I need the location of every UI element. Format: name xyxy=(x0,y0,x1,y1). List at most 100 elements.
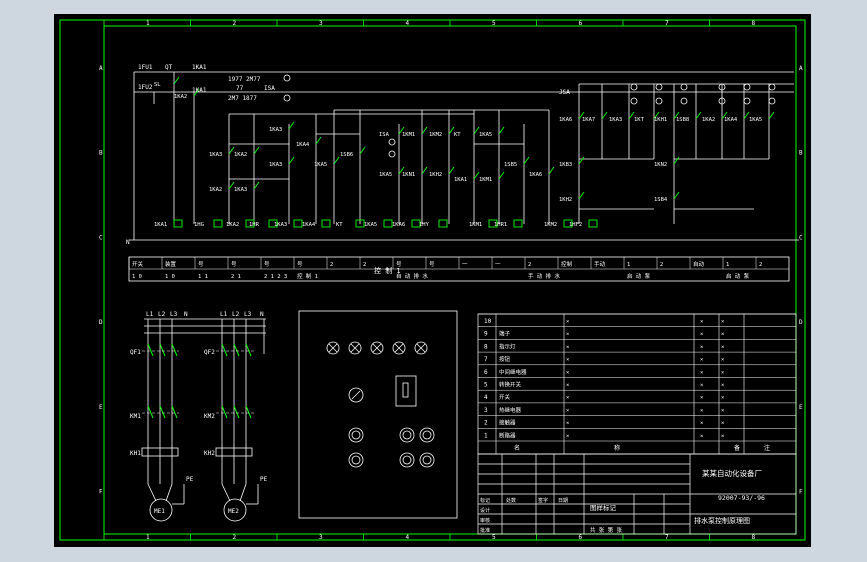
function-bar-cell: 手动 xyxy=(594,260,606,268)
parts-row-mark: × xyxy=(566,319,569,325)
parts-row-mark: × xyxy=(721,319,724,325)
coil-label: 1KM2 xyxy=(544,222,557,228)
parts-footer: 备 xyxy=(734,444,740,452)
parts-row-mark: × xyxy=(721,383,724,389)
coil-label: 1KA1 xyxy=(154,222,167,228)
company-name: 某某自动化设备厂 xyxy=(702,468,762,478)
function-bar-cell: 2 xyxy=(330,262,333,268)
contact xyxy=(228,181,235,190)
parts-row-mark: × xyxy=(721,332,724,338)
tb-label-mark: 标记 xyxy=(480,497,490,504)
coil-symbol xyxy=(173,219,183,228)
border-number: 6 xyxy=(579,534,583,541)
parts-row-mark: × xyxy=(700,357,703,363)
panel-layout xyxy=(298,310,458,519)
function-bar-subtext: 手 动 排 水 xyxy=(528,272,560,280)
contact xyxy=(253,146,260,155)
contact xyxy=(173,76,180,85)
parts-row-no: 9 xyxy=(484,331,488,338)
parts-row-name: 按钮 xyxy=(499,355,511,363)
function-bar-cell: 号 xyxy=(297,261,303,268)
function-bar-cell: 2 xyxy=(363,262,366,268)
border-letter: C xyxy=(799,234,803,241)
border-letter: F xyxy=(99,489,103,496)
contact xyxy=(498,171,505,180)
border-letter: B xyxy=(99,150,103,157)
parts-row-mark: × xyxy=(721,370,724,376)
parts-row-mark: × xyxy=(700,408,703,414)
drawing-number: 92007-93/-96 xyxy=(718,494,765,502)
contact-label: 1KN1 xyxy=(402,172,415,178)
contact-label: 1KA2 xyxy=(174,94,187,100)
contact xyxy=(193,88,200,97)
coil-symbol xyxy=(488,219,498,228)
parts-row-name: 热继电器 xyxy=(499,406,522,414)
parts-row-no: 7 xyxy=(484,356,488,363)
fuse2-label: 1FU2 xyxy=(138,84,153,91)
coil-symbol xyxy=(563,219,573,228)
contact xyxy=(653,111,660,120)
contact-label: 1KT xyxy=(634,117,645,123)
indicator-lamp xyxy=(370,341,384,355)
indicator-lamp xyxy=(326,341,340,355)
tb-label-review: 审核 xyxy=(480,517,490,524)
coil-symbol xyxy=(588,219,598,228)
breaker-2-label: QF2 xyxy=(204,349,215,356)
parts-row-mark: × xyxy=(700,421,703,427)
border-number: 8 xyxy=(752,534,756,541)
coil-label: 1HR xyxy=(249,222,260,228)
border-number: 1 xyxy=(146,534,150,541)
coil-label: 1KA6 xyxy=(392,222,405,228)
coil-symbol xyxy=(513,219,523,228)
function-bar-cell: 号 xyxy=(429,261,435,268)
function-bar-cell: 自动 xyxy=(693,260,705,268)
contact xyxy=(473,126,480,135)
function-bar-cell: 号 xyxy=(264,261,270,268)
tb-label-design: 设计 xyxy=(480,507,490,514)
border-number: 2 xyxy=(233,534,237,541)
border-letter: C xyxy=(99,234,103,241)
border-number: 5 xyxy=(492,20,496,27)
border-number: 7 xyxy=(665,20,669,27)
coil-symbol xyxy=(355,219,365,228)
fuse1-label: 1FU1 xyxy=(138,64,153,71)
border-number: 3 xyxy=(319,534,323,541)
parts-row-no: 4 xyxy=(484,394,488,401)
parts-row-name: 断路器 xyxy=(499,431,516,439)
parts-row-no: 10 xyxy=(484,318,492,325)
function-bar-subtext: 1 0 xyxy=(132,274,142,280)
phase-note-3: 2M7 1877 xyxy=(228,95,257,102)
function-bar-subtext: 2 1 2 3 xyxy=(264,274,287,280)
function-bar-cell: 号 xyxy=(396,261,402,268)
contact xyxy=(673,156,680,165)
phase-left-l1: L1 xyxy=(146,311,154,318)
function-bar-cell: 一 xyxy=(462,262,468,268)
contactor-1-label: KM1 xyxy=(130,413,141,420)
contact xyxy=(548,166,555,175)
contact-label: 1KH1 xyxy=(654,117,667,123)
parts-row-no: 8 xyxy=(484,343,488,350)
sheet-label: 共 张 第 张 xyxy=(590,526,622,534)
parts-row-mark: × xyxy=(700,332,703,338)
contact-label: 1KA2 xyxy=(702,117,715,123)
contact xyxy=(398,166,405,175)
contact-label: 1KA4 xyxy=(724,117,738,123)
contact-label: 1KM2 xyxy=(429,132,442,138)
contact-label: 1KA5 xyxy=(749,117,762,123)
motor-2-label: ME2 xyxy=(228,508,239,515)
contact-label: 1KA4 xyxy=(296,142,310,148)
contact xyxy=(473,171,480,180)
indicator-lamp xyxy=(414,341,428,355)
contact xyxy=(333,156,340,165)
function-bar-cell: 1 xyxy=(627,262,630,268)
parts-row-mark: × xyxy=(566,357,569,363)
indicator-lamp xyxy=(348,341,362,355)
contact-label: 1KA3 xyxy=(609,117,622,123)
phase-right-l3: L3 xyxy=(244,311,252,318)
contact xyxy=(398,126,405,135)
